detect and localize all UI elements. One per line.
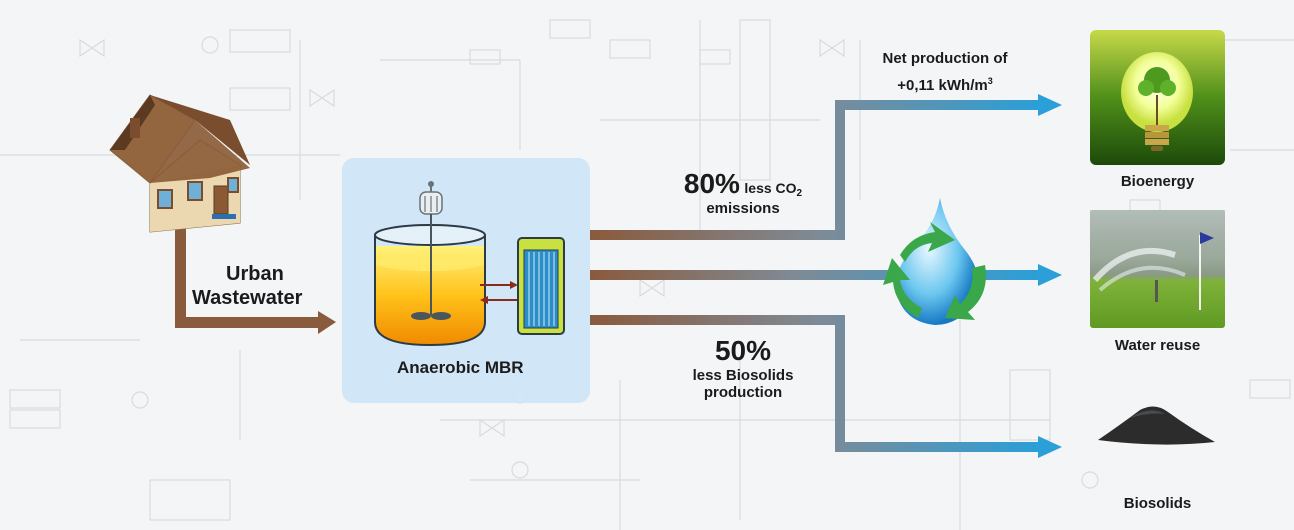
bioenergy-image [1090, 30, 1225, 165]
reactor-tank-icon [374, 214, 486, 347]
inlet-pipe [175, 225, 336, 334]
water-reuse-label: Water reuse [1114, 337, 1201, 354]
biosolids-benefit-label: 50% less Biosolids production [648, 335, 838, 401]
biosolids-pile-image [1098, 406, 1215, 445]
biosolids-text-a: less Biosolids [692, 367, 794, 384]
co2-text-a: less CO [744, 180, 797, 196]
urban-label-line1: Urban [226, 263, 284, 285]
energy-line2: +0,11 kWh/m [897, 77, 988, 94]
energy-pipe [590, 94, 1062, 240]
reactor-label: Anaerobic MBR [397, 358, 524, 377]
biosolids-pct: 50% [714, 335, 772, 366]
co2-sub: 2 [796, 188, 803, 199]
biosolids-pipe [590, 315, 1062, 458]
energy-sup: 3 [987, 76, 993, 86]
co2-pct: 80% [683, 168, 740, 199]
bioenergy-label: Bioenergy [1120, 173, 1195, 190]
biosolids-label: Biosolids [1123, 495, 1192, 512]
house-icon [109, 94, 250, 233]
energy-line1: Net production of [882, 50, 1008, 67]
co2-text-b: emissions [706, 200, 780, 217]
membrane-module-icon [517, 237, 565, 335]
urban-label-line2: Wastewater [192, 287, 303, 309]
biosolids-text-b: production [703, 384, 783, 401]
water-recycle-icon [883, 198, 986, 325]
urban-wastewater-label: Urban Wastewater [192, 262, 302, 310]
water-pipe [590, 264, 1062, 286]
recirculation-arrows [480, 281, 518, 304]
water-reuse-image [1090, 210, 1225, 328]
co2-benefit-label: 80% less CO2 emissions [648, 168, 838, 217]
energy-production-label: Net production of +0,11 kWh/m3 [860, 48, 1030, 97]
